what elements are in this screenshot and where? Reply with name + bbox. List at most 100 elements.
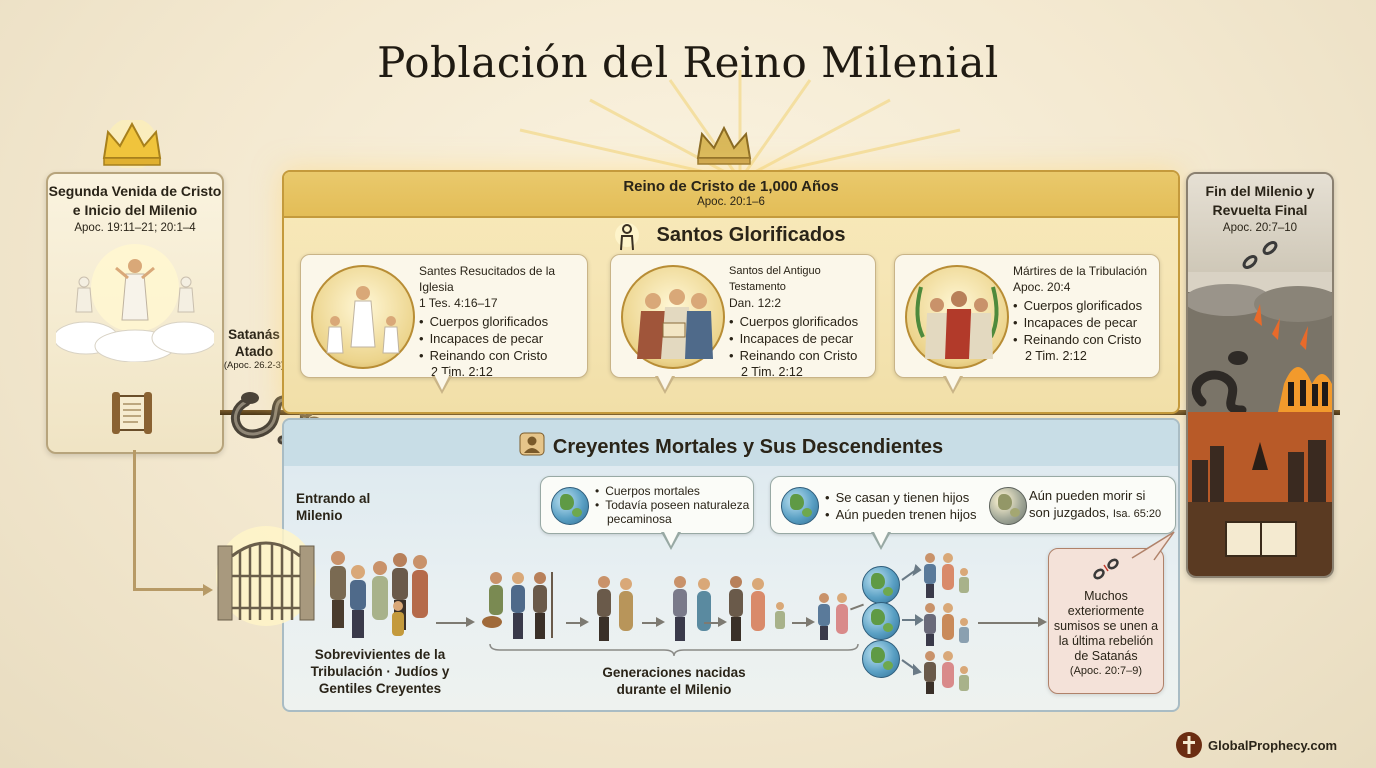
mortal-title: Creyentes Mortales y Sus Descendientes [284,432,1178,459]
scroll-icon [112,392,152,434]
flow-arrow [704,622,718,624]
saint-text: Santos del Antiguo Testamento Dan. 12:2 … [729,263,875,380]
globe-icon [781,487,819,525]
person-icon [519,432,545,456]
cross-book-icon [1176,732,1202,758]
bubble-tail-inner [945,374,961,390]
satan-line2: Atado [234,344,274,359]
flow-arrow [566,622,580,624]
globe-icon [862,640,900,678]
globe-icon [551,487,589,525]
site-footer: GlobalProphecy.com [1176,732,1337,758]
mortal-believers-box: Creyentes Mortales y Sus Descendientes E… [216,418,1180,712]
final-rebellion-box: Muchos exteriormente sumisos se unen a l… [1048,548,1164,694]
panel-title-line2: e Inicio del Milenio [72,202,198,218]
flow-arrow-head [806,617,815,627]
christ-in-clouds-illustration [56,244,214,362]
generations-line1: Generaciones nacidas [602,665,746,680]
bullet: Incapaces de pecar [729,330,875,347]
martyrs-illustration [905,265,1009,369]
connector-line [133,588,205,591]
saint-card-martyrs: Mártires de la Tribulación Apoc. 20:4 Cu… [894,254,1160,394]
saints-heading-text: Santos Glorificados [656,224,846,246]
bullet: Cuerpos glorificados [729,313,875,330]
mortal-header: Creyentes Mortales y Sus Descendientes [284,420,1178,466]
saint-ref2: 2 Tim. 2:12 [741,365,803,379]
generations-label: Generaciones nacidas durante el Milenio [574,664,774,698]
panel-top: Fin del Milenio y Revuelta Final Apoc. 2… [1188,174,1332,272]
bullet: Cuerpos mortales [595,484,749,498]
family-generation-3 [673,576,711,641]
saint-name: Mártires de la Tribulación [1013,264,1148,278]
globe-icon [862,602,900,640]
flow-arrow [978,622,1038,624]
panel-ref: Apoc. 20:7–10 [1222,222,1298,234]
rebel-box-tail [1131,531,1175,561]
bullet: Cuerpos glorificados [419,313,587,330]
kingdom-header: Reino de Cristo de 1,000 Años Apoc. 20:1… [284,172,1178,218]
bullet: Reinando con Cristo [419,347,587,364]
bullet: Aún pueden trenen hijos [825,506,977,523]
saint-card-church: Santes Resucitados de la Iglesia 1 Tes. … [300,254,588,394]
satan-line1: Satanás [228,327,280,342]
generations-line2: durante el Milenio [616,682,732,697]
end-of-millennium-panel: Fin del Milenio y Revuelta Final Apoc. 2… [1186,172,1334,578]
generations-bracket [489,643,859,657]
mortal-title-text: Creyentes Mortales y Sus Descendientes [552,436,944,458]
panel-title-line1: Segunda Venida de Cristo [48,183,222,199]
saint-ref: 1 Tes. 4:16–17 [419,296,498,310]
page-title: Población del Reino Milenial [377,38,999,87]
bullet: Se casan y tienen hijos [825,489,977,506]
kingdom-title: Reino de Cristo de 1,000 Años [623,178,839,195]
kingdom-ref: Apoc. 20:1–6 [697,196,765,208]
saint-text: Mártires de la Tribulación Apoc. 20:4 Cu… [1013,263,1147,364]
connector-line [133,450,136,590]
panel-ref: Apoc. 19:11–21; 20:1–4 [74,222,196,234]
bubble-tail-inner [663,530,679,546]
flow-arrow-head [580,617,589,627]
saint-name: Santos del Antiguo Testamento [729,265,821,293]
entering-label: Entrando al Milenio [296,490,370,524]
marriage-bubble: Se casan y tienen hijos Aún pueden trene… [770,476,1176,550]
survivors-line1: Sobrevivientes de la [314,647,446,662]
second-coming-panel: Segunda Venida de Cristo e Inicio del Mi… [46,172,224,454]
family-generation-5 [818,593,848,640]
mortal-bodies-bubble: Cuerpos mortales Todavía poseen naturale… [540,476,754,550]
entering-line2: Milenio [296,508,343,523]
flow-arrow-head [1038,617,1047,627]
bubble-tail-inner [873,530,889,546]
flow-arrow [642,622,656,624]
survivors-line3: Gentiles Creyentes [318,681,442,696]
broken-chain-icon [1093,558,1119,580]
old-testament-saints-illustration [621,265,725,369]
rebel-line4: la última rebelión [1058,634,1154,648]
bullet: Reinando con Cristo [729,347,875,364]
bubble-tail-inner [434,374,450,390]
kingdom-box: Reino de Cristo de 1,000 Años Apoc. 20:1… [282,170,1180,414]
bullet: Reinando con Cristo [1013,331,1147,348]
rebel-line3: sumisos se unen a [1053,619,1159,633]
panel-title-line1: Fin del Milenio y [1205,183,1315,199]
footer-text: GlobalProphecy.com [1208,737,1338,753]
bullet: Incapaces de pecar [1013,314,1147,331]
flow-arrow-head [656,617,665,627]
survivors-group-illustration [330,551,428,638]
crown-icon [696,125,752,165]
descendant-families [901,553,969,694]
death-line2: son juzgados, [1029,505,1110,520]
satan-ref: (Apoc. 26.2-3) [223,360,285,371]
flow-arrow-head [466,617,475,627]
satan-bound-label: Satanás Atado (Apoc. 26.2-3) [222,326,286,371]
rebel-line2: exteriormente [1067,604,1145,618]
flow-arrow-head [718,617,727,627]
person-icon [614,222,640,252]
saint-ref: Apoc. 20:4 [1013,280,1071,294]
saint-name: Santes Resucitados de la Iglesia [419,264,556,294]
globe-icon [862,566,900,604]
final-revolt-illustration [1188,241,1332,576]
church-saints-illustration [311,265,415,369]
bullet-continued: pecaminosa [607,512,672,526]
saint-ref2: 2 Tim. 2:12 [1025,349,1087,363]
death-judgement-text: Aún pueden morir si son juzgados, Isa. 6… [1029,487,1161,523]
survivors-label: Sobrevivientes de la Tribulación · Judío… [300,646,460,697]
